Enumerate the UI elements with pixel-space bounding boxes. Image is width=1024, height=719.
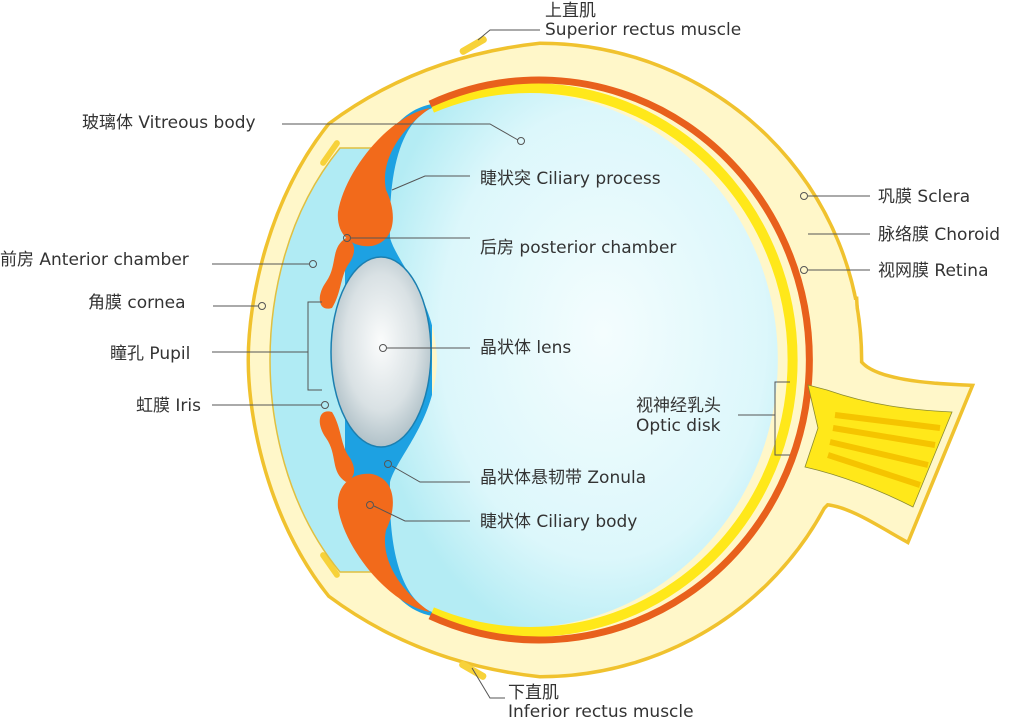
leader-lines (212, 29, 870, 699)
muscle-insertions (320, 36, 487, 680)
label-anterior-chamber: 前房 Anterior chamber (0, 250, 189, 270)
label-ciliary-body: 睫状体 Ciliary body (480, 512, 637, 532)
label-vitreous-body: 玻璃体 Vitreous body (82, 113, 256, 133)
label-superior-rectus-en: Superior rectus muscle (545, 20, 741, 40)
choroid (428, 76, 813, 644)
optic-nerve (804, 384, 953, 508)
label-superior-rectus-zh: 上直肌 (545, 1, 596, 21)
label-posterior-chamber: 后房 posterior chamber (480, 238, 676, 258)
label-retina: 视网膜 Retina (878, 261, 989, 281)
label-pupil: 瞳孔 Pupil (110, 344, 190, 364)
retina (430, 83, 798, 637)
label-choroid: 脉络膜 Choroid (878, 225, 1000, 245)
label-optic-disk-en: Optic disk (636, 416, 721, 436)
ciliary-iris-lower (319, 411, 430, 612)
label-sclera: 巩膜 Sclera (878, 187, 970, 207)
label-iris: 虹膜 Iris (136, 396, 201, 416)
label-optic-disk-zh: 视神经乳头 (636, 396, 721, 416)
label-zonula: 晶状体悬韧带 Zonula (480, 468, 646, 488)
label-cornea: 角膜 cornea (88, 293, 186, 313)
label-ciliary-process: 睫状突 Ciliary process (480, 169, 661, 189)
ciliary-iris-upper (319, 108, 430, 309)
label-inferior-rectus-zh: 下直肌 (508, 683, 559, 703)
vitreous-body (389, 92, 778, 628)
label-inferior-rectus-en: Inferior rectus muscle (508, 702, 694, 719)
lens (330, 256, 432, 448)
label-lens: 晶状体 lens (480, 338, 571, 358)
